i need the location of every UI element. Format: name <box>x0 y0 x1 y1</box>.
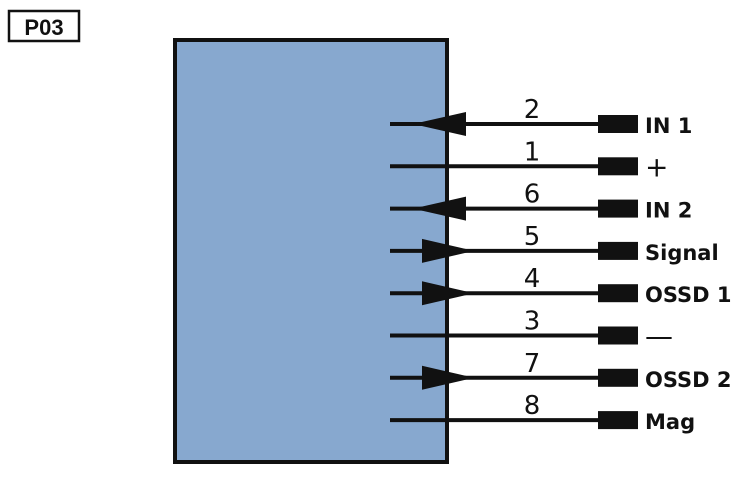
pin-row: 1+ <box>390 137 668 183</box>
pin-number: 6 <box>524 180 541 210</box>
pin-number: 8 <box>524 391 541 421</box>
pin-terminal <box>598 157 638 176</box>
pin-number: 7 <box>524 349 541 379</box>
pin-row: 3— <box>390 307 673 353</box>
pin-label: OSSD 1 <box>645 283 732 307</box>
input-arrow-icon <box>413 112 466 136</box>
input-arrow-icon <box>413 196 466 221</box>
pin-label: — <box>645 320 673 353</box>
pin-number: 3 <box>524 307 541 337</box>
pin-terminal <box>598 411 638 430</box>
output-arrow-icon <box>422 281 474 306</box>
pin-label: Mag <box>645 410 695 434</box>
pin-terminal <box>598 199 638 218</box>
pin-number: 2 <box>524 95 541 125</box>
title-tag-box <box>7 9 81 43</box>
pin-row: 6 IN 2 <box>390 180 692 223</box>
pin-terminal <box>598 326 638 345</box>
title-tag: P03 <box>24 15 63 40</box>
pin-label: Signal <box>645 241 719 265</box>
output-arrow-icon <box>422 365 474 390</box>
pin-label: + <box>645 150 668 183</box>
pin-label: IN 2 <box>645 199 692 223</box>
pin-row: 2 IN 1 <box>390 95 692 138</box>
pin-terminal <box>598 284 638 303</box>
pin-terminal <box>598 241 638 260</box>
pin-number: 1 <box>524 137 541 167</box>
pin-terminal <box>598 368 638 387</box>
pin-terminal <box>598 115 638 133</box>
pin-number: 4 <box>524 264 541 294</box>
pin-number: 5 <box>524 222 541 252</box>
pin-label: OSSD 2 <box>645 368 732 392</box>
pin-label: IN 1 <box>645 114 692 138</box>
output-arrow-icon <box>422 238 474 263</box>
